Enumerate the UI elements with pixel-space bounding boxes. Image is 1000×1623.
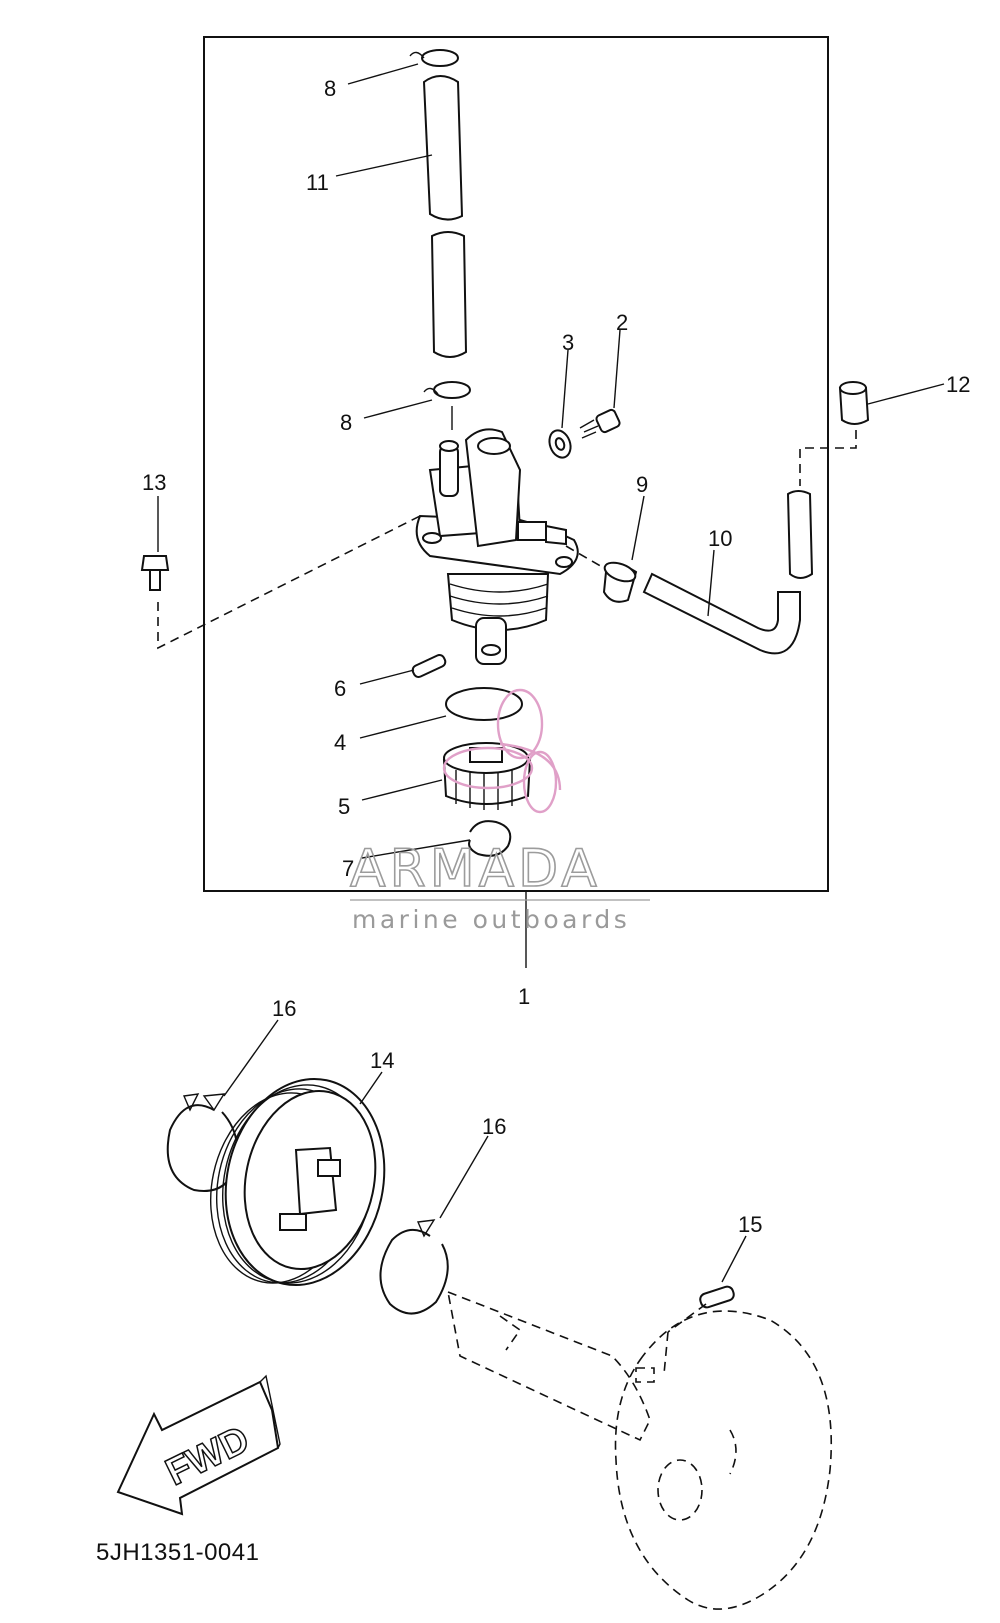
hose-11 [422,75,468,358]
part-label-15: 15 [738,1212,762,1237]
pin-6 [411,654,447,678]
clip-12 [838,381,870,425]
part-label-9: 9 [636,472,648,497]
part-label-11: 11 [306,170,329,195]
part-label-5: 5 [338,794,350,819]
drawing-code: 5JH1351-0041 [96,1539,259,1566]
pulley-14 [209,1077,386,1287]
watermark-logo [442,688,562,814]
clip-8-top [409,49,459,67]
part-label-14: 14 [370,1048,394,1073]
clip-8-lower [423,381,471,430]
watermark-title: ARMADA [350,839,601,899]
part-label-2: 2 [616,310,628,335]
part-label-8-lower: 8 [340,410,352,435]
part-label-1: 1 [518,984,530,1009]
circlip-16-right [379,1219,449,1315]
part-label-16-right: 16 [482,1114,506,1139]
bolt-13 [140,555,170,591]
circlip-7 [468,820,512,857]
part-label-12: 12 [946,372,970,397]
fwd-arrow-icon: FWD [116,1374,281,1516]
pump-body [415,428,579,665]
part-label-8-top: 8 [324,76,336,101]
o-ring-4 [445,687,523,721]
watermark-subtitle: marine outboards [352,905,630,934]
clip-9 [602,561,638,603]
part-label-16-left: 16 [272,996,296,1021]
part-label-4: 4 [334,730,346,755]
leader-lines-top [157,63,945,859]
dashed-guides-top [157,430,857,650]
screw-2 [579,408,621,439]
part-label-13: 13 [142,470,166,495]
part-label-6: 6 [334,676,346,701]
part-label-7: 7 [342,856,354,881]
assembly-frame [203,36,829,892]
hose-10 [642,490,814,655]
leader-lines-bottom [223,1019,747,1375]
pin-15 [699,1285,735,1309]
washer-3 [548,429,572,459]
crankshaft [446,1290,833,1610]
part-label-3: 3 [562,330,574,355]
part-label-10: 10 [708,526,732,551]
